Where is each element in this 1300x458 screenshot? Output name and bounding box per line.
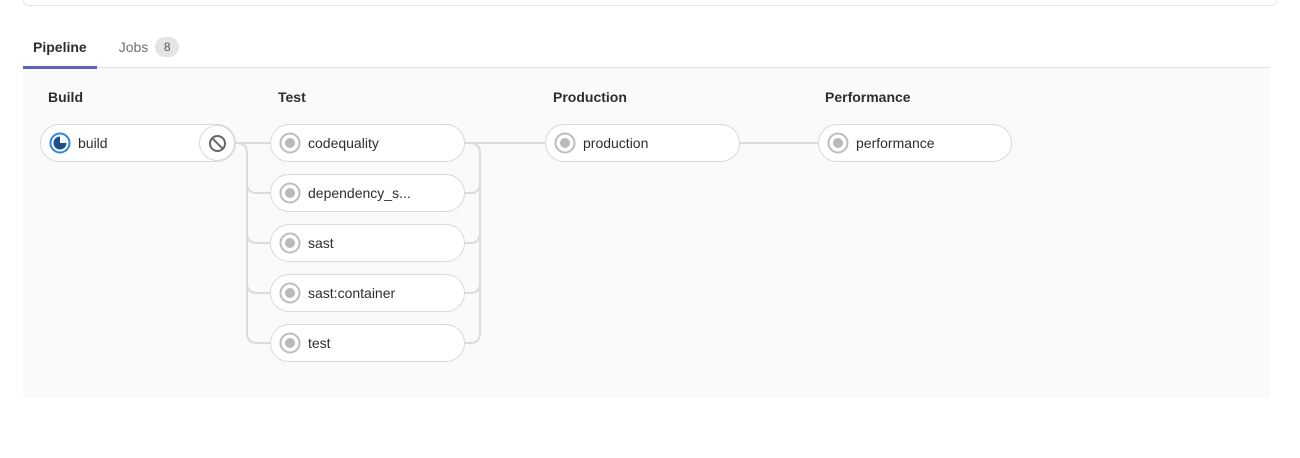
job-pill-test[interactable]: test bbox=[270, 324, 465, 362]
job-label: production bbox=[583, 135, 649, 151]
tab-jobs[interactable]: Jobs 8 bbox=[109, 26, 190, 67]
status-created-icon bbox=[279, 282, 301, 304]
pipeline-tabs: Pipeline Jobs 8 bbox=[23, 26, 190, 69]
job-pill-sast[interactable]: sast bbox=[270, 224, 465, 262]
stage-header-build: Build bbox=[48, 89, 83, 105]
status-created-icon bbox=[279, 332, 301, 354]
stage-header-production: Production bbox=[553, 89, 627, 105]
status-created-icon bbox=[554, 132, 576, 154]
job-pill-production[interactable]: production bbox=[545, 124, 740, 162]
job-label: codequality bbox=[308, 135, 379, 151]
job-label: sast:container bbox=[308, 285, 396, 301]
job-pill-codequality[interactable]: codequality bbox=[270, 124, 465, 162]
tab-pipeline-label: Pipeline bbox=[33, 38, 87, 55]
stage-header-performance: Performance bbox=[825, 89, 911, 105]
job-label: dependency_s... bbox=[308, 185, 411, 201]
cancel-job-button[interactable] bbox=[199, 125, 235, 161]
job-label: build bbox=[78, 135, 108, 151]
job-label: performance bbox=[856, 135, 935, 151]
pipeline-connectors bbox=[226, 142, 818, 344]
status-created-icon bbox=[279, 182, 301, 204]
status-running-icon bbox=[49, 132, 71, 154]
pipeline-graph: Build Test Production Performance build … bbox=[23, 67, 1270, 398]
status-created-icon bbox=[279, 132, 301, 154]
cancel-icon bbox=[208, 134, 226, 152]
job-label: test bbox=[308, 335, 331, 351]
pipeline-info-card-bottom bbox=[23, 0, 1277, 6]
status-created-icon bbox=[279, 232, 301, 254]
status-created-icon bbox=[827, 132, 849, 154]
stage-header-test: Test bbox=[278, 89, 306, 105]
jobs-count-badge: 8 bbox=[155, 36, 180, 57]
job-pill-performance[interactable]: performance bbox=[818, 124, 1012, 162]
tab-jobs-label: Jobs bbox=[118, 38, 149, 55]
job-pill-sast-container[interactable]: sast:container bbox=[270, 274, 465, 312]
tab-pipeline[interactable]: Pipeline bbox=[23, 26, 97, 69]
job-pill-dependency-scanning[interactable]: dependency_s... bbox=[270, 174, 465, 212]
job-pill-build[interactable]: build bbox=[40, 124, 236, 162]
job-label: sast bbox=[308, 235, 334, 251]
